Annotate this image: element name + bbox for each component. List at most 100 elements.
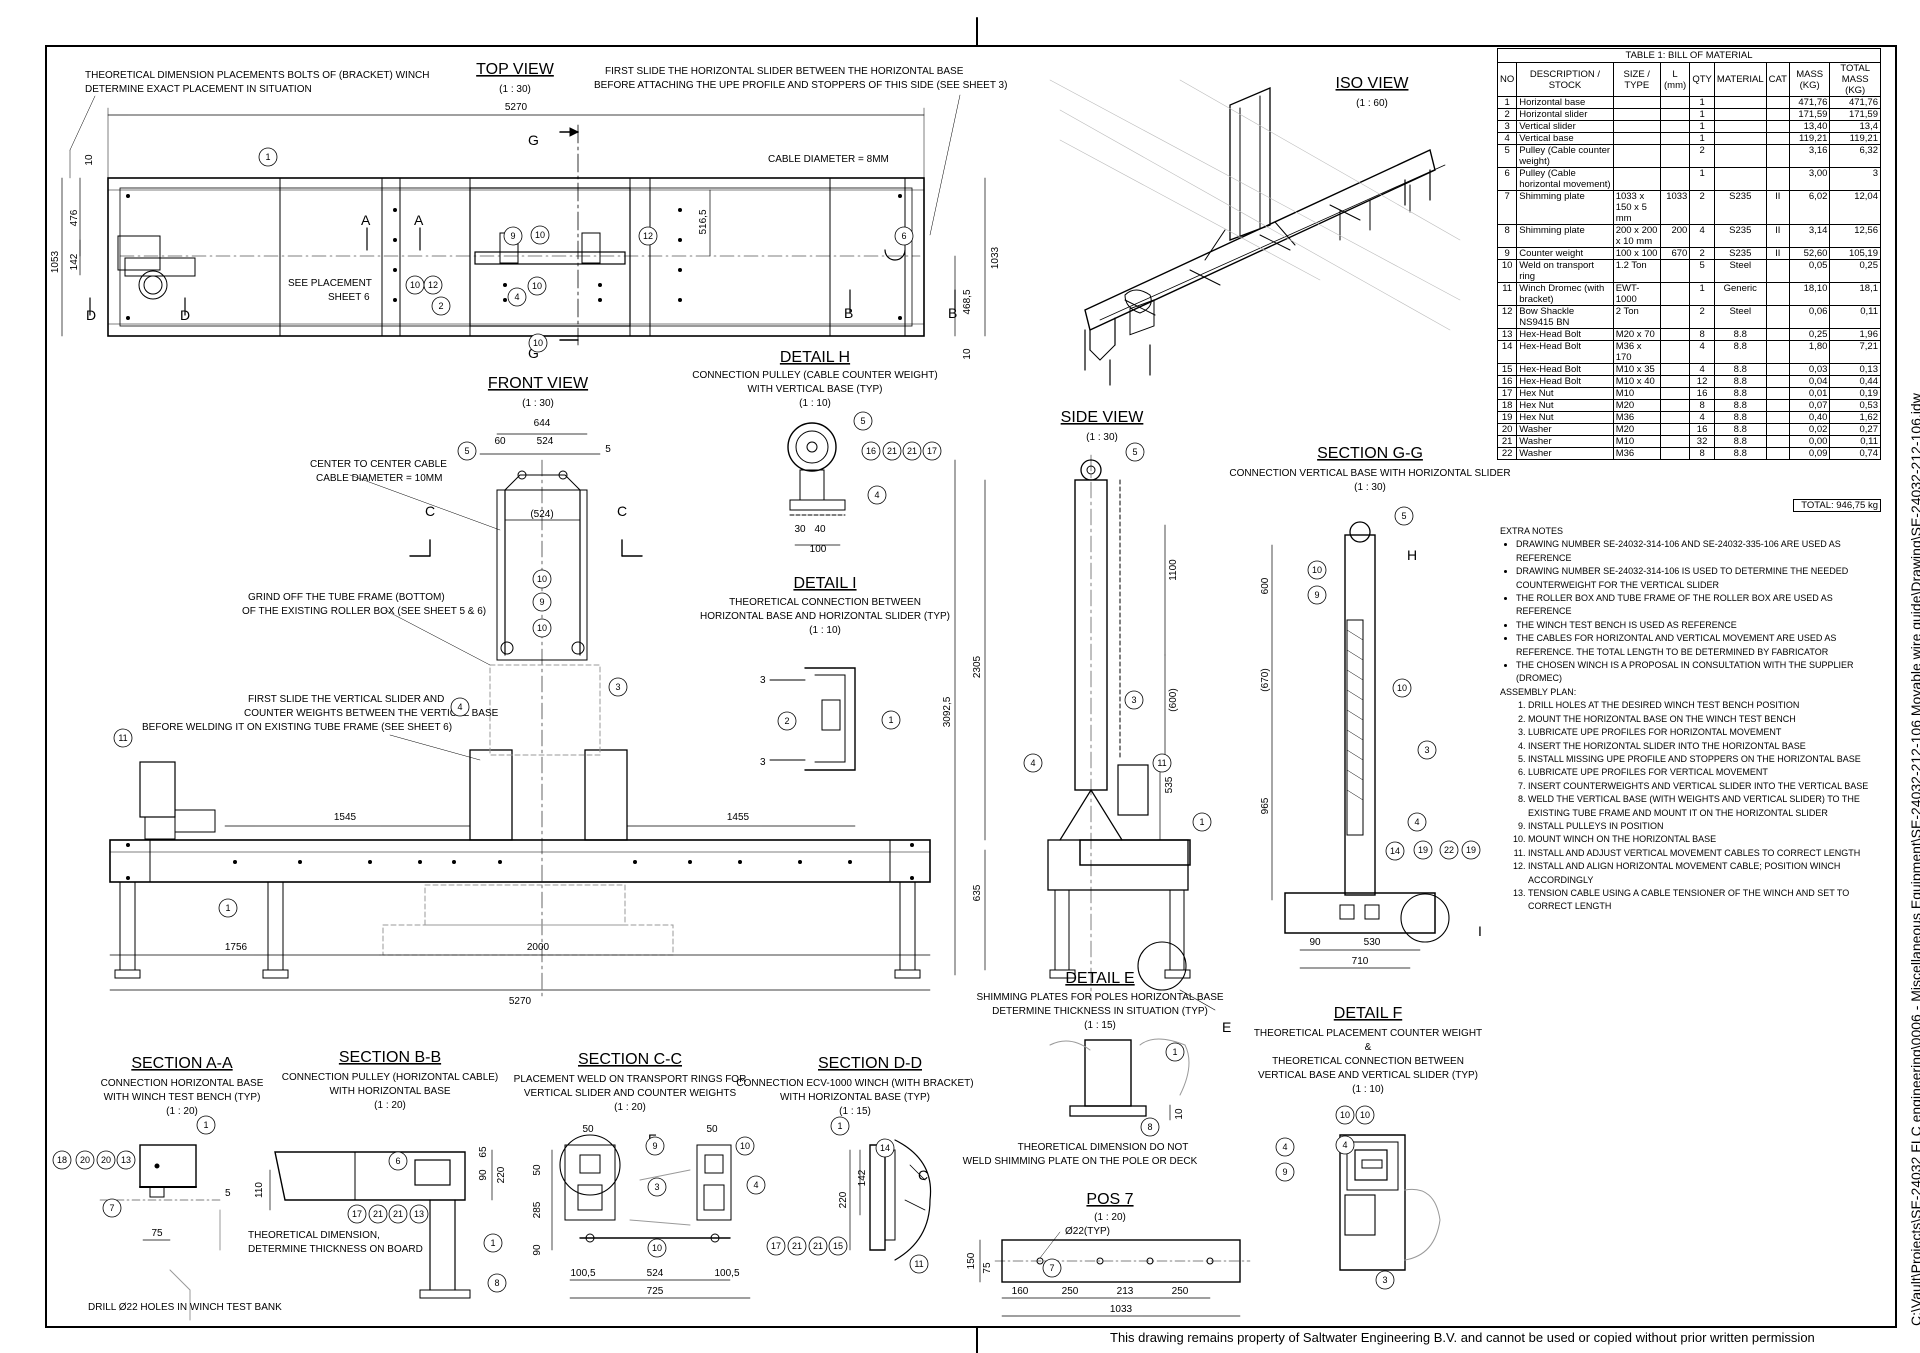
bom-cell: 16 — [1689, 387, 1715, 400]
bom-cell: 10 — [1496, 259, 1518, 283]
balloon-label: 21 — [907, 446, 917, 456]
bom-cell — [1659, 435, 1691, 448]
bom-cell: Washer — [1516, 447, 1614, 460]
detail-hi-text: DETAIL H CONNECTION PULLEY (CABLE COUNTE… — [692, 349, 950, 768]
bom-cell: 8.8 — [1713, 375, 1767, 388]
balloon-label: 11 — [1157, 758, 1166, 768]
section-cc-sub: PLACEMENT WELD ON TRANSPORT RINGS FOR — [514, 1074, 747, 1085]
bom-cell: 8 — [1689, 447, 1715, 460]
item-balloon: 12 — [423, 275, 443, 295]
dim: 50 — [582, 1124, 594, 1135]
bb-note: DETERMINE THICKNESS ON BOARD — [248, 1244, 423, 1255]
section-cc-scale: (1 : 20) — [614, 1102, 646, 1113]
iso-view-text: ISO VIEW (1 : 60) — [1336, 75, 1410, 109]
section-mark: H — [1407, 547, 1417, 563]
dim: 1756 — [225, 942, 248, 953]
bom-cell: 171,59 — [1788, 108, 1831, 121]
list-item: INSTALL AND ALIGN HORIZONTAL MOVEMENT CA… — [1528, 860, 1890, 887]
balloon-label: 18 — [57, 1155, 67, 1165]
dim: 635 — [972, 884, 983, 901]
see-placement-note: SEE PLACEMENT — [288, 278, 372, 289]
bom-cell: 171,59 — [1829, 108, 1881, 121]
bom-cell: 52,60 — [1788, 247, 1831, 260]
dim: 50 — [532, 1164, 543, 1176]
item-balloon: 6 — [894, 226, 914, 246]
bom-cell: Hex Nut — [1516, 411, 1614, 424]
list-item: INSTALL AND ADJUST VERTICAL MOVEMENT CAB… — [1528, 847, 1890, 860]
bom-total: TOTAL: 946,75 kg — [1793, 499, 1881, 512]
bom-cell: 471,76 — [1788, 96, 1831, 109]
bom-cell: 3 — [1829, 167, 1881, 191]
balloon-circle — [532, 592, 552, 612]
pos7-title: POS 7 — [1086, 1191, 1133, 1208]
dim: 100,5 — [570, 1268, 595, 1279]
bom-cell — [1765, 387, 1790, 400]
balloon-circle — [532, 618, 552, 638]
bom-cell: 8.8 — [1713, 423, 1767, 436]
detail-e-sub: SHIMMING PLATES FOR POLES HORIZONTAL BAS… — [976, 992, 1223, 1003]
dim: 3 — [760, 757, 766, 768]
balloon-label: 10 — [1312, 565, 1322, 575]
item-balloon: 2 — [431, 296, 451, 316]
balloon-circle — [1392, 678, 1412, 698]
bom-cell — [1765, 423, 1790, 436]
bom-cell: Hex-Head Bolt — [1516, 375, 1614, 388]
bom-cell: S235 — [1713, 190, 1767, 225]
balloon-circle — [608, 677, 628, 697]
notes-block: EXTRA NOTES DRAWING NUMBER SE-24032-314-… — [1500, 525, 1890, 914]
item-balloon: 21 — [388, 1204, 408, 1224]
balloon-label: 10 — [1360, 1110, 1370, 1120]
front-view — [109, 433, 931, 1001]
balloon-label: 8 — [494, 1278, 499, 1288]
drill-note: DRILL Ø22 HOLES IN WINCH TEST BANK — [88, 1302, 282, 1313]
balloon-circle — [431, 296, 451, 316]
list-item: INSTALL PULLEYS IN POSITION — [1528, 820, 1890, 833]
balloon-circle — [196, 1115, 216, 1135]
bom-cell: Hex Nut — [1516, 399, 1614, 412]
balloon-label: 3 — [1131, 695, 1136, 705]
item-balloon: 10 — [1392, 678, 1412, 698]
bom-cell: M10 x 35 — [1612, 363, 1661, 376]
item-balloon: 11 — [909, 1254, 929, 1274]
bom-cell — [1765, 120, 1790, 133]
dim: 1053 — [50, 250, 61, 273]
bom-cell — [1612, 108, 1661, 121]
bom-cell: 1,62 — [1829, 411, 1881, 424]
item-balloon: 1 — [1165, 1042, 1185, 1062]
item-balloon: 10 — [527, 276, 547, 296]
bom-cell: M10 x 40 — [1612, 375, 1661, 388]
section-dd — [849, 1139, 932, 1261]
bom-cell: 17 — [1496, 387, 1518, 400]
bom-cell: 5 — [1689, 259, 1715, 283]
dim: 65 — [478, 1146, 489, 1158]
balloon-label: 14 — [1390, 846, 1400, 856]
pos7 — [979, 1231, 1251, 1317]
balloon-circle — [503, 226, 523, 246]
balloon-label: 11 — [118, 733, 127, 743]
balloon-label: 17 — [352, 1209, 362, 1219]
balloon-label: 13 — [414, 1209, 424, 1219]
bom-cell — [1659, 363, 1691, 376]
bom-cell: 21 — [1496, 435, 1518, 448]
bom-cell: Hex-Head Bolt — [1516, 340, 1614, 364]
dim: 285 — [532, 1201, 543, 1218]
iso-view — [1049, 79, 1461, 386]
bom-cell — [1713, 108, 1767, 121]
balloon-circle — [528, 333, 548, 353]
bom-cell: 4 — [1496, 132, 1518, 145]
balloon-circle — [1275, 1162, 1295, 1182]
bom-cell: 8 — [1689, 328, 1715, 341]
dim: (670) — [1260, 668, 1271, 691]
bom-cell — [1765, 305, 1790, 329]
list-item: MOUNT THE HORIZONTAL BASE ON THE WINCH T… — [1528, 713, 1890, 726]
bom-header-cell: SIZE / TYPE — [1612, 62, 1661, 97]
bom-cell: S235 — [1713, 224, 1767, 248]
balloon-label: 5 — [464, 446, 469, 456]
section-aa — [99, 1144, 221, 1321]
dim: 220 — [838, 1191, 849, 1208]
balloon-label: 20 — [80, 1155, 90, 1165]
